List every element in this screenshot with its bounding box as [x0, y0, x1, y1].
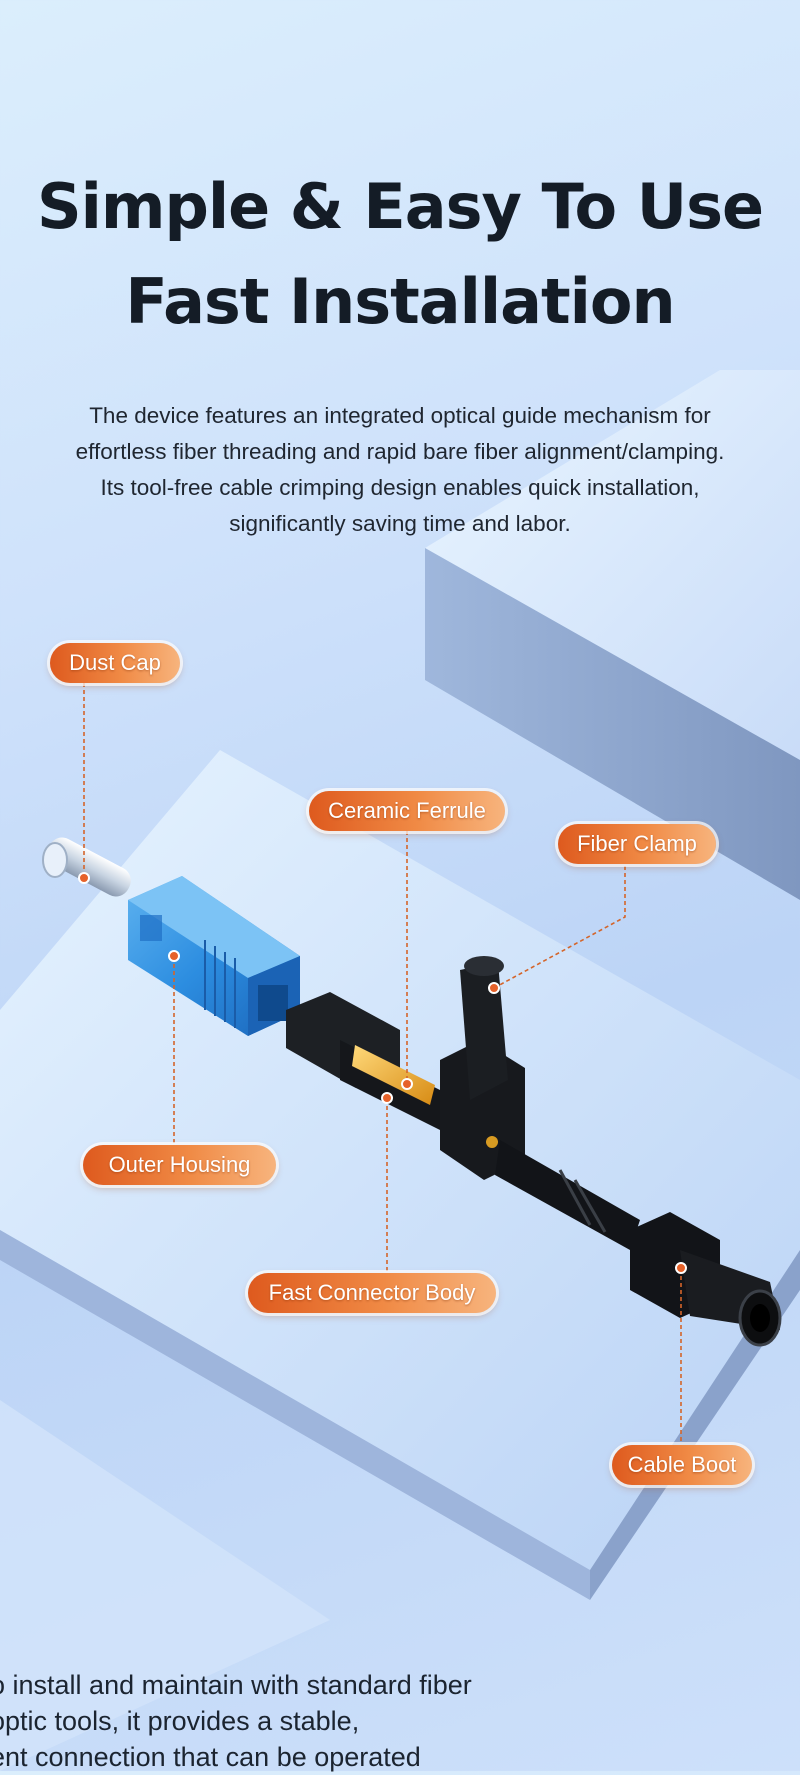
description-line: The device features an integrated optica… — [89, 403, 711, 428]
callout-dots — [78, 872, 687, 1274]
fiber-connector-illustration — [42, 837, 782, 1347]
description-text: The device features an integrated optica… — [20, 398, 780, 542]
dust-cap-part — [42, 837, 131, 897]
page-title-line1: Simple & Easy To Use — [36, 170, 764, 243]
bottom-caption-line: optic tools, it provides a stable, — [0, 1706, 360, 1736]
cable-boot-part — [630, 1212, 782, 1347]
callout-outer-housing: Outer Housing — [83, 1145, 276, 1185]
callout-dust-cap: Dust Cap — [50, 643, 180, 683]
bottom-caption: o install and maintain with standard fib… — [0, 1667, 550, 1775]
callout-leaders — [83, 683, 682, 1441]
connector-body-part — [286, 956, 640, 1250]
description-line: significantly saving time and labor. — [229, 511, 571, 536]
outer-housing-part — [128, 876, 300, 1036]
bottom-caption-line: ent connection that can be operated — [0, 1742, 421, 1772]
callout-cable-boot: Cable Boot — [612, 1445, 752, 1485]
description-line: effortless fiber threading and rapid bar… — [75, 439, 725, 464]
callout-fiber-clamp: Fiber Clamp — [558, 824, 716, 864]
callout-fast-connector-body: Fast Connector Body — [248, 1273, 496, 1313]
callout-ceramic-ferrule: Ceramic Ferrule — [309, 791, 505, 831]
page-title-line2: Fast Installation — [125, 265, 675, 338]
bottom-caption-line: o install and maintain with standard fib… — [0, 1670, 472, 1700]
description-line: Its tool-free cable crimping design enab… — [100, 475, 700, 500]
